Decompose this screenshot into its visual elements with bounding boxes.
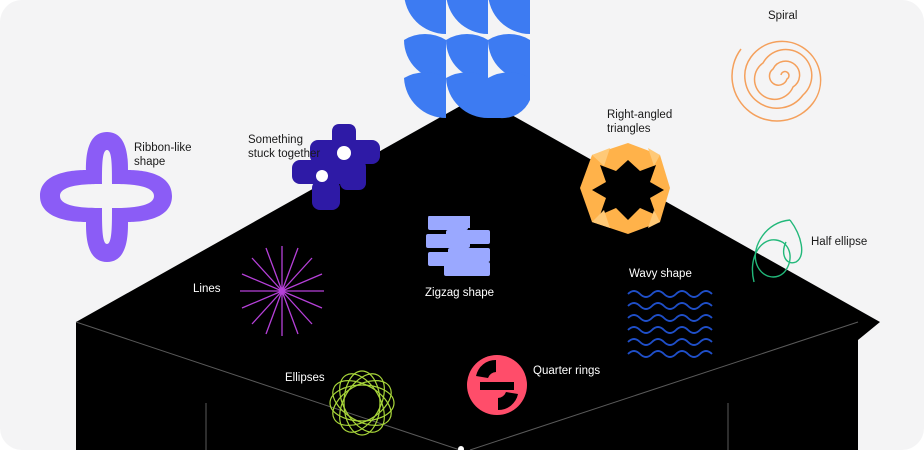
label-quarter-rings: Quarter rings <box>533 365 601 377</box>
block-edge-lines <box>75 321 859 450</box>
right-triangles-star-icon <box>580 143 670 234</box>
spiral-icon <box>731 40 822 122</box>
quarter-rings-icon <box>467 355 527 415</box>
label-stuck-together: Something stuck together <box>248 134 321 160</box>
ellipses-ring-icon <box>329 370 395 436</box>
ribbon-cross-icon <box>40 132 172 262</box>
zigzag-icon <box>426 216 490 276</box>
lines-star-icon <box>240 246 324 336</box>
label-wavy: Wavy shape <box>629 268 692 280</box>
blue-petal-grid-icon <box>403 0 530 119</box>
label-zigzag: Zigzag shape <box>425 287 495 299</box>
label-half-ellipse: Half ellipse <box>811 236 868 248</box>
half-ellipse-icon <box>751 219 803 283</box>
stuck-together-icon <box>292 124 380 210</box>
label-right-triangles: Right-angled triangles <box>607 109 673 135</box>
label-lines: Lines <box>193 283 221 295</box>
label-ribbon: Ribbon-like shape <box>134 142 192 168</box>
label-ellipses: Ellipses <box>285 372 325 384</box>
label-spiral: Spiral <box>768 10 798 22</box>
block-dot <box>458 446 464 450</box>
wavy-lines-icon <box>627 290 713 358</box>
